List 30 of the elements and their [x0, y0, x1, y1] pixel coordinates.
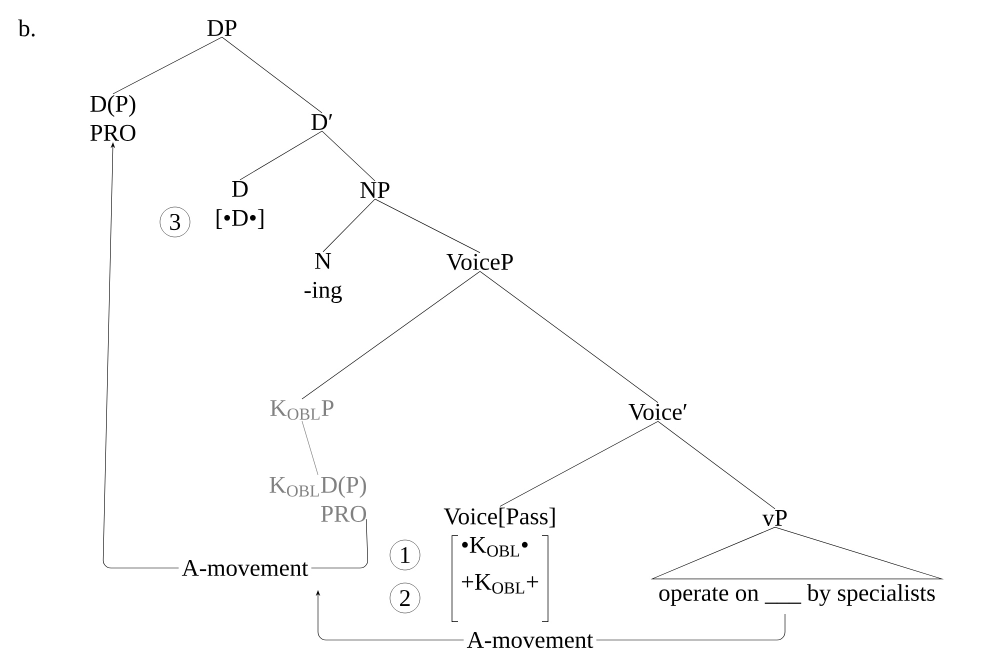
- branch-line: [240, 130, 322, 180]
- callout-number: 1: [390, 540, 420, 570]
- branch-line: [480, 271, 658, 403]
- tree-label: NP: [360, 182, 390, 198]
- tree-label: operate on ___ by specialists: [659, 584, 935, 606]
- tree-label: vP: [762, 510, 787, 526]
- callout-number: 2: [390, 582, 420, 614]
- example-label: b.: [18, 20, 35, 36]
- branch-line: [658, 421, 776, 510]
- tree-label: D(P) PRO: [90, 95, 136, 141]
- edge-label: A-movement: [178, 556, 312, 580]
- branch-line: [322, 198, 376, 252]
- tree-label: VoiceP: [446, 254, 513, 270]
- branch-line: [500, 421, 658, 507]
- tree-label: Voice′: [628, 404, 687, 420]
- branch-line: [374, 198, 480, 253]
- callout-number: 3: [160, 206, 190, 238]
- edge-label: A-movement: [464, 628, 596, 651]
- trace-label: K$_{OBL}$D(P) PRO: [270, 476, 366, 522]
- trace-label: K$_{OBL}$P: [270, 400, 334, 420]
- branch-line: [302, 271, 480, 400]
- branch-line: [222, 36, 322, 114]
- tree-label: D′: [311, 114, 332, 130]
- tree-label: D [•D•]: [216, 181, 264, 229]
- tree-label: N -ing: [304, 253, 342, 303]
- branch-line: [322, 130, 376, 182]
- tree-label: DP: [207, 20, 236, 36]
- branch-line: [302, 420, 318, 476]
- feature-matrix: Voice[Pass] •K$_{OBL}$• +K$_{OBL}$+: [444, 508, 555, 594]
- branch-line: [112, 36, 222, 94]
